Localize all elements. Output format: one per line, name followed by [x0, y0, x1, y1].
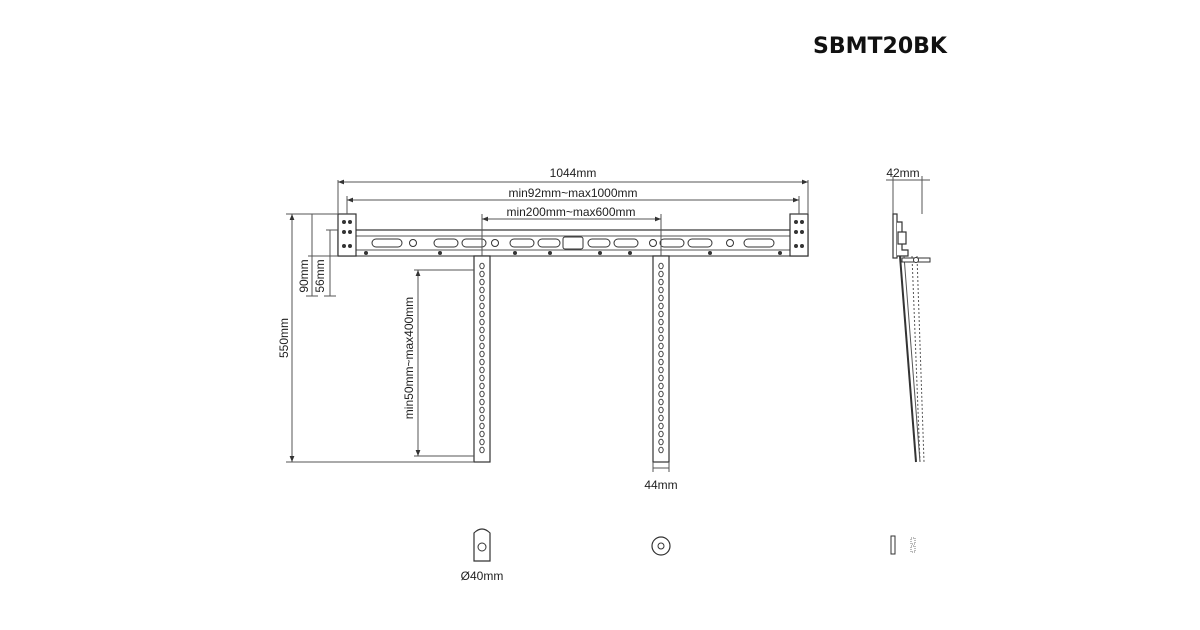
arm-hole — [658, 366, 664, 374]
label-overall-width: 1044mm — [550, 166, 597, 180]
right-arm — [652, 255, 670, 463]
arm-hole — [479, 446, 485, 454]
arm-hole — [479, 390, 485, 398]
arm-hole — [479, 302, 485, 310]
arm-hole — [658, 398, 664, 406]
front-view: 1044mm min92mm~max1000mm min200mm~max600… — [277, 166, 809, 492]
left-arm — [473, 255, 491, 463]
arm-hole — [479, 382, 485, 390]
arm-hole — [479, 422, 485, 430]
arm-hole — [479, 262, 485, 270]
arm-hole — [658, 446, 664, 454]
dimension-arm-width: 44mm — [644, 462, 678, 492]
arm-hole — [658, 278, 664, 286]
dimension-rail-inner-height: 56mm — [313, 229, 338, 297]
arm-hole — [479, 398, 485, 406]
side-view: 42mm — [886, 166, 931, 463]
arm-hole — [658, 374, 664, 382]
arm-hole — [658, 430, 664, 438]
model-title: SBMT20BK — [813, 34, 948, 59]
dimension-rail-height: 90mm — [297, 214, 338, 297]
dimension-overall-width: 1044mm — [337, 166, 809, 214]
washer-icon — [651, 536, 671, 556]
right-end-bracket — [789, 213, 809, 257]
arm-hole — [658, 438, 664, 446]
arm-hole — [658, 414, 664, 422]
arm-hole — [479, 334, 485, 342]
arm-hole — [658, 342, 664, 350]
hardware: Ø40mm — [461, 528, 916, 583]
arm-hole — [658, 318, 664, 326]
arm-hole — [479, 350, 485, 358]
label-rail-inner-height: 56mm — [313, 259, 327, 292]
label-washer-diameter: Ø40mm — [461, 569, 504, 583]
label-arm-spacing: min200mm~max600mm — [506, 205, 635, 219]
arm-hole — [479, 342, 485, 350]
arm-hole — [479, 414, 485, 422]
arm-hole — [658, 406, 664, 414]
arm-hole — [658, 350, 664, 358]
side-profile — [892, 213, 931, 463]
screw-icon — [890, 535, 916, 555]
arm-hole — [479, 430, 485, 438]
arm-hole — [658, 390, 664, 398]
arm-hole — [479, 406, 485, 414]
arm-hole — [479, 318, 485, 326]
arm-hole — [658, 326, 664, 334]
arm-hole — [658, 270, 664, 278]
arm-hole — [479, 358, 485, 366]
arm-hole — [479, 294, 485, 302]
arm-hole — [658, 302, 664, 310]
arm-hole — [479, 286, 485, 294]
arm-hole — [479, 438, 485, 446]
arm-hole — [658, 358, 664, 366]
arm-hole — [479, 278, 485, 286]
arm-hole — [479, 270, 485, 278]
arm-hole — [479, 366, 485, 374]
arm-hole — [479, 374, 485, 382]
arm-hole — [658, 310, 664, 318]
label-overall-height: 550mm — [277, 318, 291, 358]
label-rail-height: 90mm — [297, 259, 311, 292]
dimension-bracket-spacing: min92mm~max1000mm — [346, 186, 800, 214]
arm-hole — [658, 286, 664, 294]
label-arm-width: 44mm — [644, 478, 677, 492]
arm-hole — [658, 382, 664, 390]
arm-hole — [658, 334, 664, 342]
label-bracket-spacing: min92mm~max1000mm — [508, 186, 637, 200]
arm-hole — [658, 262, 664, 270]
dimension-arm-spacing: min200mm~max600mm — [481, 205, 662, 256]
horizontal-rail — [337, 229, 809, 257]
left-end-bracket — [337, 213, 357, 257]
arm-hole — [479, 310, 485, 318]
dimension-overall-height: 550mm — [277, 213, 474, 463]
label-arm-adjust-range: min50mm~max400mm — [402, 297, 416, 419]
arm-hole — [479, 326, 485, 334]
arm-hole — [658, 422, 664, 430]
dimension-arm-adjust-range: min50mm~max400mm — [402, 269, 474, 457]
spacer-washer-icon — [473, 528, 491, 562]
arm-hole — [658, 294, 664, 302]
label-side-depth: 42mm — [886, 166, 919, 180]
